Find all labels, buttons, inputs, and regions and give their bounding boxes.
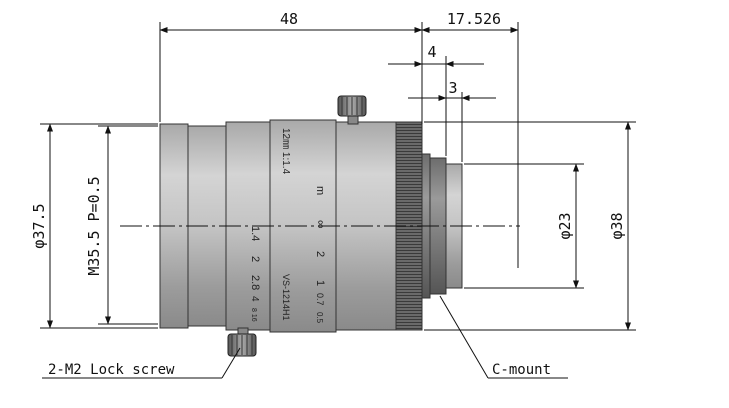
- engraving-f-2: 2: [249, 256, 261, 262]
- engraving-distance-unit: m: [314, 186, 326, 195]
- engraving-focal-spec: 12㎜ 1:1.4: [280, 128, 291, 175]
- dimension-flange-focal: [421, 22, 519, 268]
- dimension-filter-thread-value: M35.5 P=0.5: [85, 176, 103, 275]
- dimension-mount-inner-diameter-value: φ23: [556, 212, 574, 239]
- dimension-flange-focal-value: 17.526: [447, 10, 501, 28]
- dimension-thread-length: [388, 56, 484, 156]
- lens-engravings: 12㎜ 1:1.4 m ∞ 2 1 0.7 0.5 1.4 2 2.8 4 8 …: [249, 128, 328, 324]
- dimension-length-value: 48: [280, 10, 298, 28]
- callout-lock-screw-label: 2-M2 Lock screw: [48, 362, 175, 378]
- dimension-filter-thread: [98, 125, 158, 325]
- engraving-distance-2: 2: [314, 251, 326, 257]
- dimension-mount-step-value: 3: [448, 79, 457, 97]
- dimension-outer-diameter: [40, 123, 158, 329]
- engraving-distance-05: 0.5: [315, 312, 324, 324]
- engraving-f-8-16: 8 16: [250, 308, 257, 322]
- callout-mount-label: C-mount: [492, 362, 551, 378]
- dimension-mount-step: [408, 92, 496, 162]
- engraving-infinity: ∞: [314, 220, 328, 229]
- engraving-f-1-4: 1.4: [249, 226, 261, 241]
- engraving-model: VS-1214H1: [281, 274, 291, 321]
- dimension-outer-diameter-value: φ37.5: [30, 203, 48, 248]
- dimension-rear-diameter-value: φ38: [608, 212, 626, 239]
- callout-lock-screw-leader: [42, 347, 241, 379]
- engraving-distance-1: 1: [314, 280, 326, 286]
- dimension-length: [159, 22, 423, 124]
- callout-mount-leader: [439, 295, 568, 379]
- lock-screw-top: [337, 95, 367, 125]
- lock-screw-bottom: [227, 327, 257, 357]
- dimension-thread-length-value: 4: [427, 43, 436, 61]
- dimension-mount-inner-diameter: [464, 163, 584, 289]
- engraving-f-2-8: 2.8: [249, 275, 261, 290]
- engraving-f-4: 4: [249, 296, 260, 302]
- engraving-distance-07: 0.7: [315, 293, 325, 306]
